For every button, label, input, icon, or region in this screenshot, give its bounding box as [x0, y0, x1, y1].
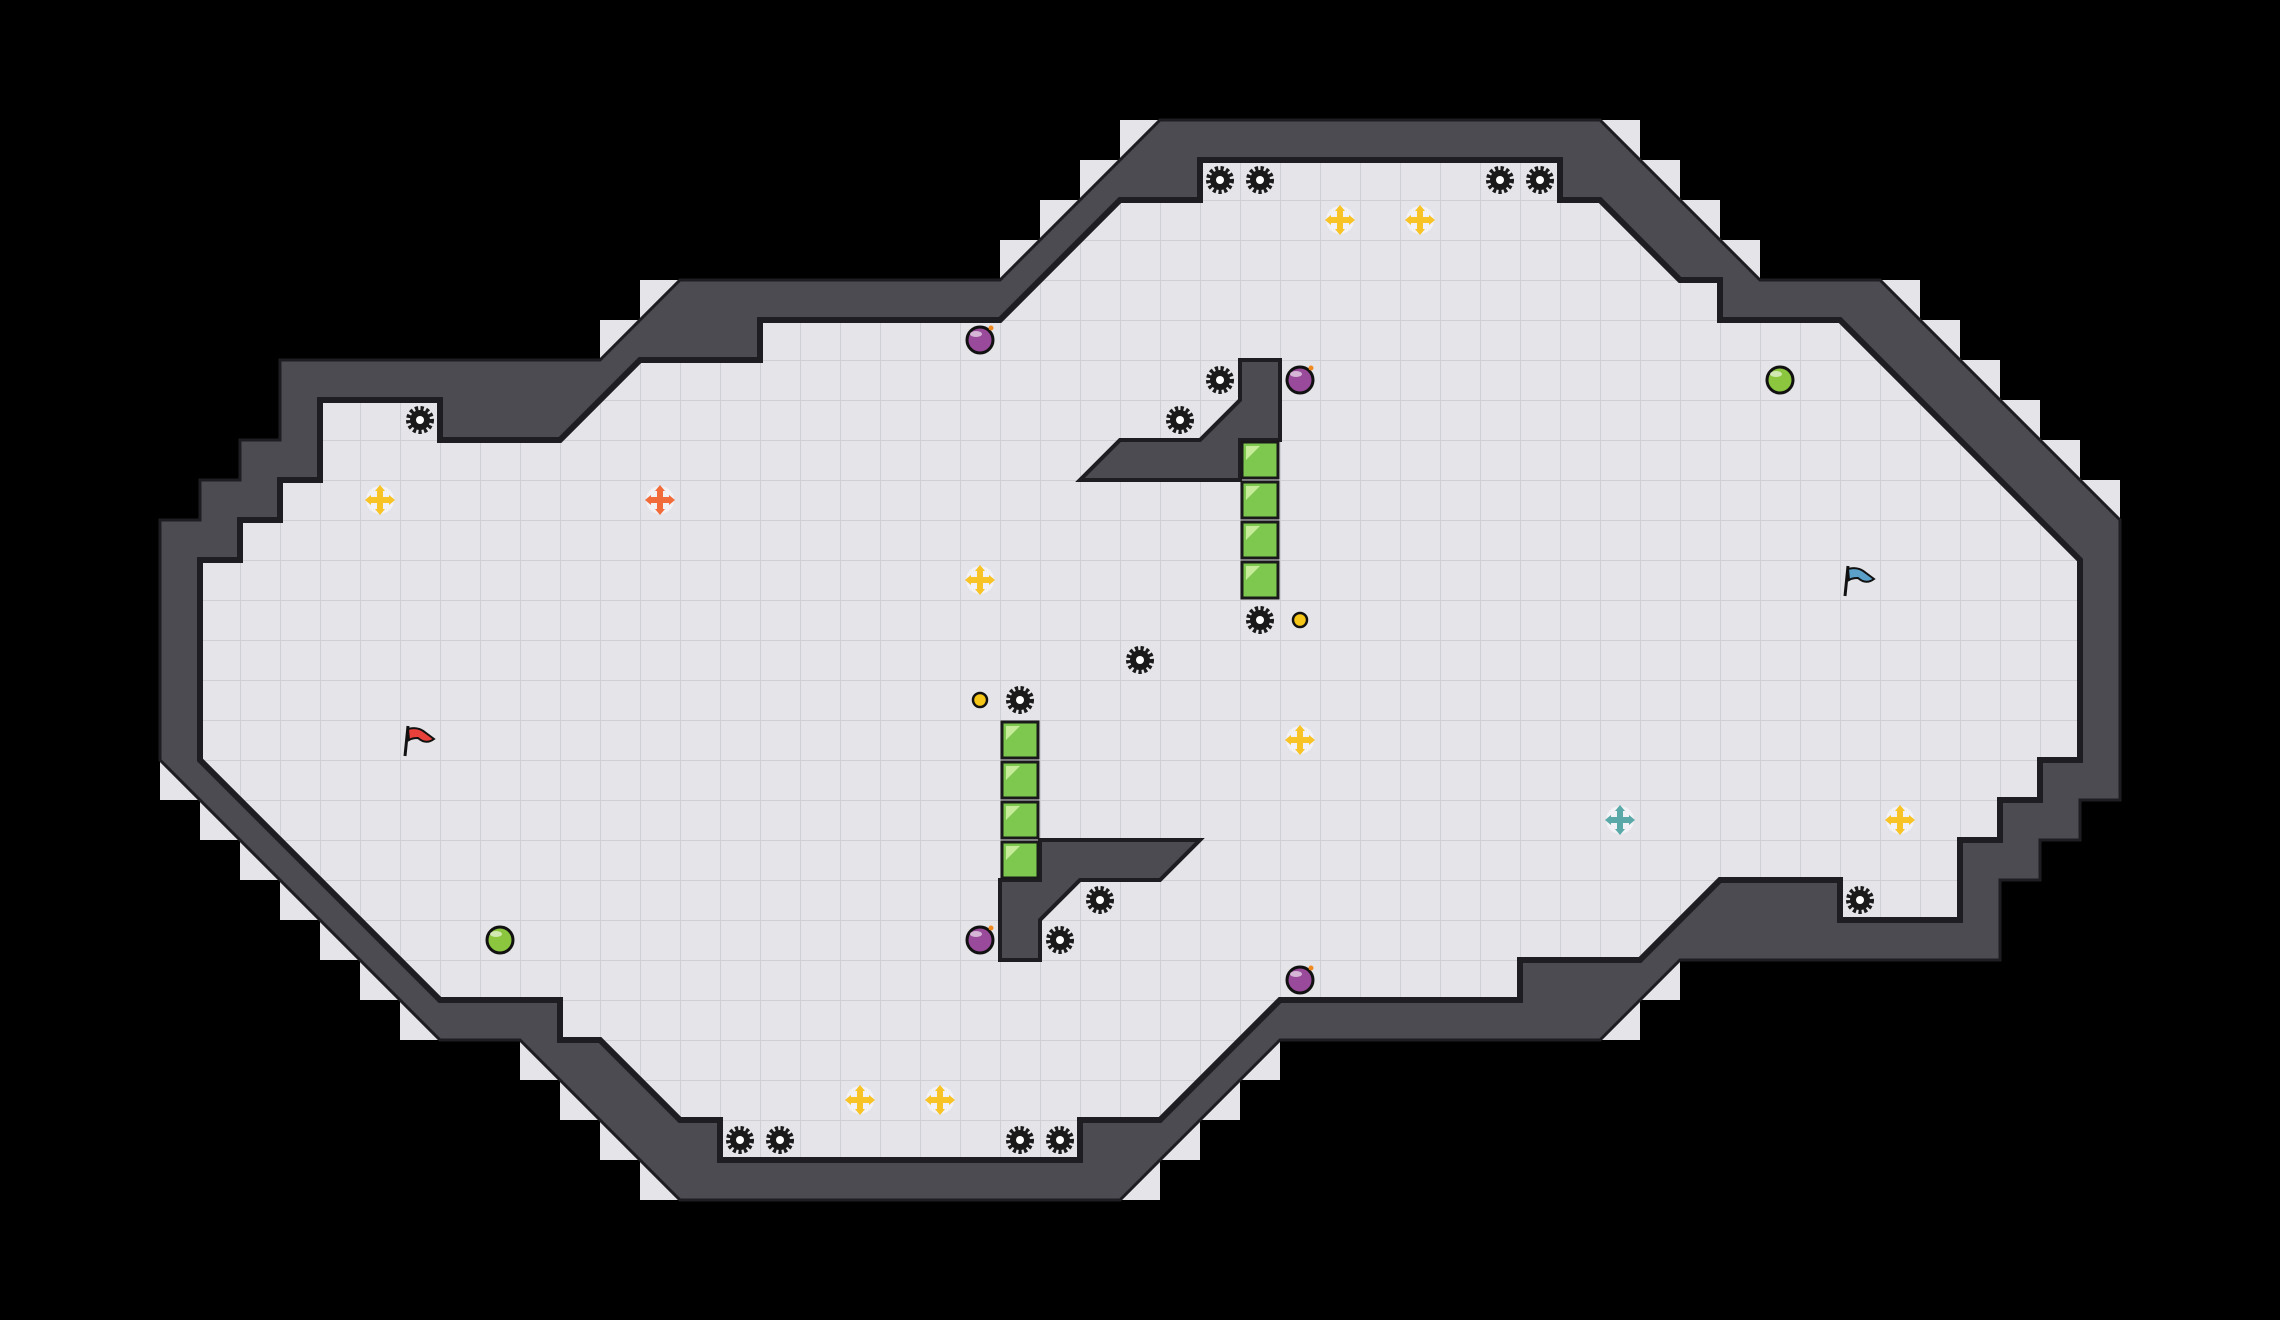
move-cross-yellow-icon — [965, 565, 995, 595]
gear-hazard-icon — [1126, 646, 1154, 674]
gear-hazard-icon — [766, 1126, 794, 1154]
gear-hazard-icon — [1006, 686, 1034, 714]
green-block — [1240, 520, 1280, 560]
gear-hazard-icon — [1206, 166, 1234, 194]
move-cross-yellow-icon — [1405, 205, 1435, 235]
coin-icon — [971, 691, 989, 709]
gear-hazard-icon — [1846, 886, 1874, 914]
green-block — [1000, 800, 1040, 840]
bomb-icon — [965, 325, 995, 355]
gear-hazard-icon — [726, 1126, 754, 1154]
bomb-icon — [965, 925, 995, 955]
green-block — [1240, 480, 1280, 520]
green-ball-icon — [1765, 365, 1795, 395]
move-cross-yellow-icon — [845, 1085, 875, 1115]
gear-hazard-icon — [1046, 1126, 1074, 1154]
gear-hazard-icon — [1006, 1126, 1034, 1154]
gear-hazard-icon — [1486, 166, 1514, 194]
gear-hazard-icon — [1246, 166, 1274, 194]
gear-hazard-icon — [1206, 366, 1234, 394]
move-cross-yellow-icon — [1285, 725, 1315, 755]
gear-hazard-icon — [1086, 886, 1114, 914]
move-cross-yellow-icon — [925, 1085, 955, 1115]
move-cross-yellow-icon — [1885, 805, 1915, 835]
start-flag-icon[interactable] — [403, 725, 436, 757]
green-block — [1000, 720, 1040, 760]
wall-segment — [998, 838, 1205, 962]
gear-hazard-icon — [1046, 926, 1074, 954]
inner-walls — [998, 358, 1282, 962]
move-cross-yellow-icon — [365, 485, 395, 515]
wall-segment — [1075, 358, 1282, 482]
gear-hazard-icon — [406, 406, 434, 434]
bomb-icon — [1285, 965, 1315, 995]
entities-layer — [365, 166, 1915, 1154]
green-block — [1240, 440, 1280, 480]
move-cross-orange-icon — [645, 485, 675, 515]
green-block — [1000, 760, 1040, 800]
gear-hazard-icon — [1246, 606, 1274, 634]
coin-icon — [1291, 611, 1309, 629]
gear-hazard-icon — [1166, 406, 1194, 434]
goal-flag-icon[interactable] — [1843, 565, 1876, 597]
gear-hazard-icon — [1526, 166, 1554, 194]
bomb-icon — [1285, 365, 1315, 395]
green-block — [1240, 560, 1280, 600]
move-cross-teal-icon — [1605, 805, 1635, 835]
move-cross-yellow-icon — [1325, 205, 1355, 235]
green-block — [1000, 840, 1040, 880]
green-ball-icon — [485, 925, 515, 955]
